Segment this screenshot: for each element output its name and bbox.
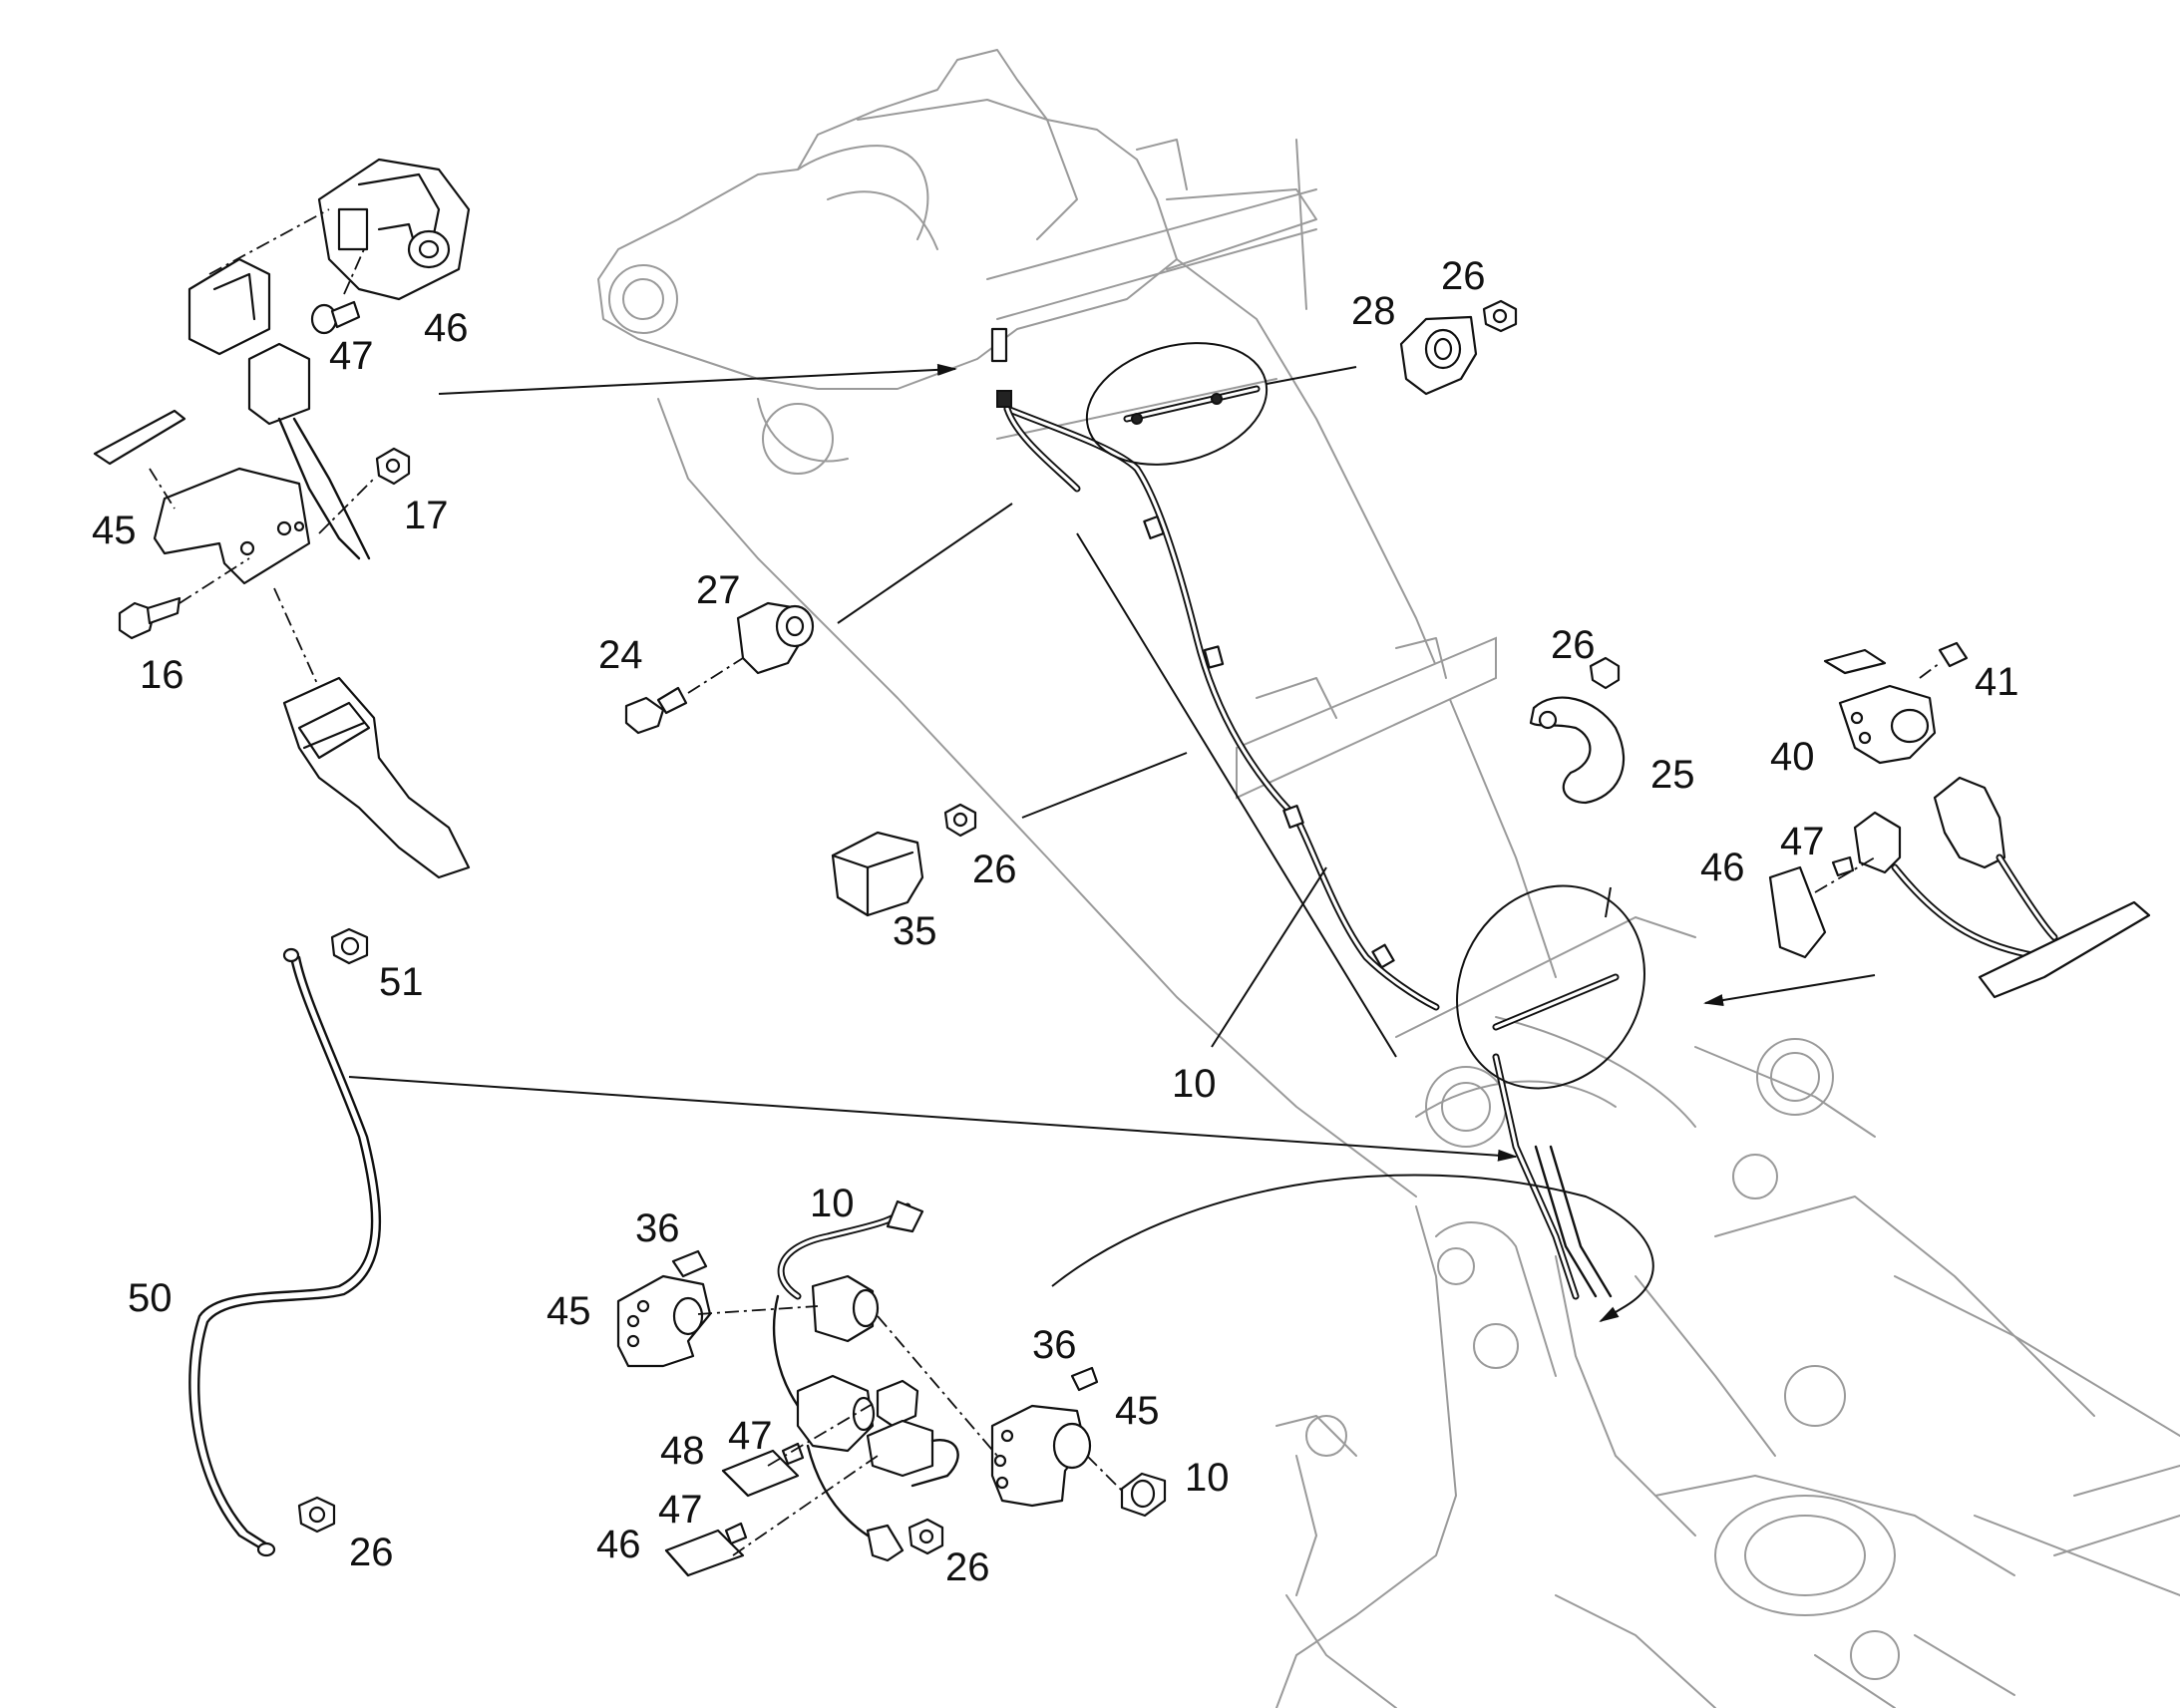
- callout-labels: 46 47 45 17 16 28 26 27 24 26 25 41 40 4…: [92, 254, 2019, 1589]
- clamp-group-middle: [624, 601, 815, 735]
- leader-lines: [348, 363, 1876, 1323]
- callout-45: 45: [546, 1289, 591, 1333]
- boom-wiring-harness: [990, 327, 1620, 1300]
- connector-group-right: [1768, 641, 2151, 999]
- callout-24: 24: [598, 633, 643, 677]
- callout-16: 16: [140, 653, 184, 697]
- connector-group-bottom: [616, 1199, 1167, 1577]
- callout-47: 47: [1780, 820, 1825, 863]
- callout-46: 46: [1700, 846, 1745, 889]
- callout-36: 36: [635, 1206, 680, 1250]
- callout-47: 47: [329, 334, 374, 378]
- callout-10: 10: [1185, 1456, 1230, 1500]
- clamp-group-top-right: [1399, 299, 1518, 396]
- detail-ellipse-upper: [1085, 342, 1269, 466]
- callout-47: 47: [658, 1488, 703, 1532]
- callout-50: 50: [128, 1276, 173, 1320]
- callout-35: 35: [893, 909, 937, 953]
- callout-40: 40: [1770, 735, 1815, 779]
- callout-27: 27: [696, 568, 741, 612]
- ground-cable-group: [188, 927, 382, 1557]
- cushion-group: [831, 803, 977, 917]
- callout-45: 45: [1115, 1389, 1160, 1433]
- callout-46: 46: [424, 306, 469, 350]
- callout-25: 25: [1650, 753, 1695, 797]
- callout-26: 26: [945, 1545, 990, 1589]
- callout-45: 45: [92, 509, 137, 552]
- connector-bracket-group-top-left: [93, 158, 471, 879]
- callout-26: 26: [1551, 623, 1596, 667]
- callout-10: 10: [1172, 1062, 1217, 1106]
- callout-26: 26: [349, 1531, 394, 1574]
- boom-structure: [597, 49, 2180, 1708]
- callout-26: 26: [1441, 254, 1486, 298]
- callout-10: 10: [810, 1182, 855, 1225]
- callout-28: 28: [1351, 289, 1396, 333]
- callout-51: 51: [379, 960, 424, 1004]
- callout-17: 17: [404, 494, 449, 537]
- callout-48: 48: [660, 1429, 705, 1473]
- callout-47: 47: [728, 1414, 773, 1458]
- p-clamp-group: [1529, 656, 1626, 805]
- callout-46: 46: [596, 1523, 641, 1566]
- callout-36: 36: [1032, 1323, 1077, 1367]
- callout-41: 41: [1975, 660, 2019, 704]
- callout-26: 26: [972, 848, 1017, 891]
- detail-ellipse-lower: [1456, 884, 1645, 1090]
